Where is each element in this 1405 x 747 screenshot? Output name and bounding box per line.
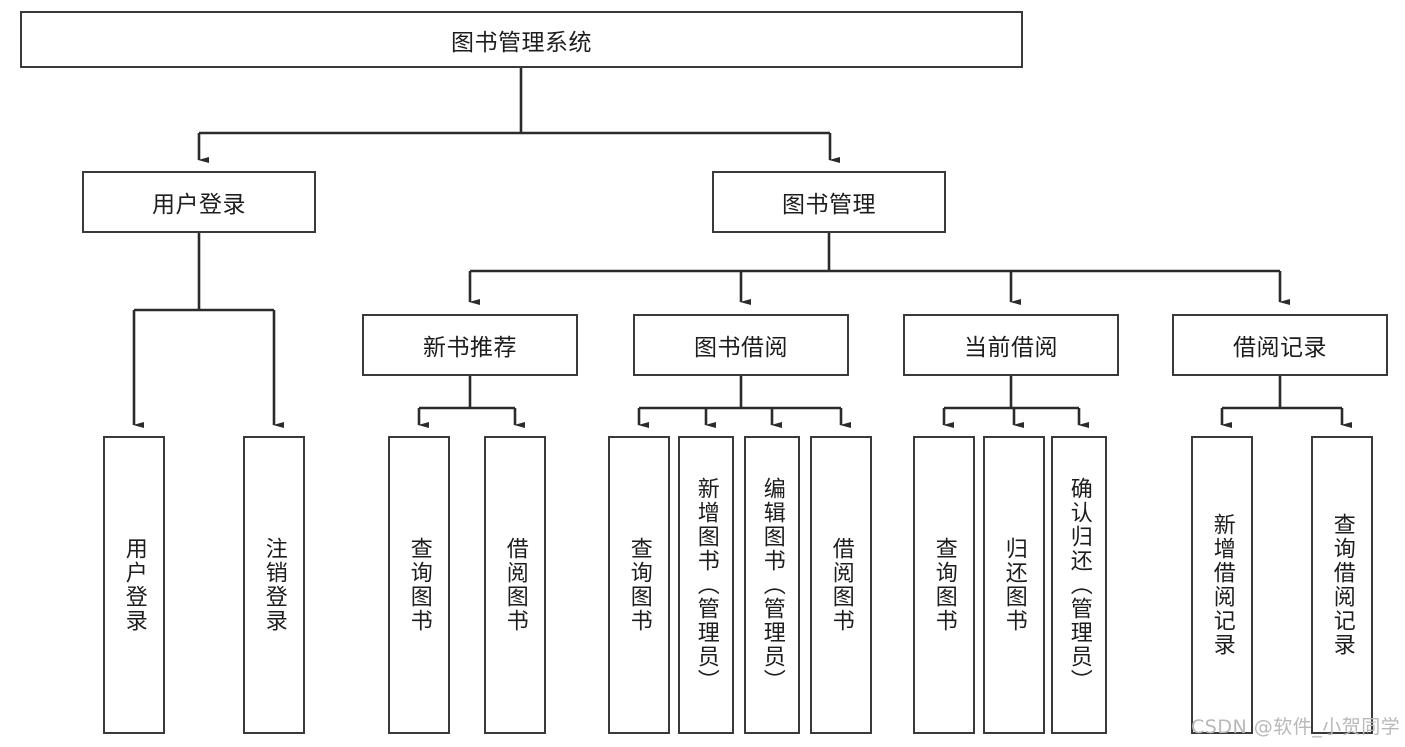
node-label: 借阅图书: [502, 537, 528, 633]
node-leaf-edit-book-admin[interactable]: 编辑图书（管理员）: [744, 436, 800, 734]
node-label: 用户登录: [121, 537, 147, 633]
node-leaf-borrow-book-2[interactable]: 借阅图书: [810, 436, 872, 734]
node-root[interactable]: 图书管理系统: [20, 11, 1023, 68]
node-leaf-add-book-admin[interactable]: 新增图书（管理员）: [678, 436, 734, 734]
node-label: 查询借阅记录: [1329, 513, 1355, 657]
node-current-borrow[interactable]: 当前借阅: [903, 314, 1119, 376]
node-leaf-query-book-2[interactable]: 查询图书: [608, 436, 670, 734]
node-label: 图书借阅: [694, 335, 788, 361]
node-user-login[interactable]: 用户登录: [82, 171, 316, 233]
node-borrow-record[interactable]: 借阅记录: [1172, 314, 1388, 376]
node-leaf-query-borrow-record[interactable]: 查询借阅记录: [1311, 436, 1373, 734]
node-label: 新增借阅记录: [1209, 513, 1235, 657]
node-label: 注销登录: [261, 537, 287, 633]
node-label: 查询图书: [626, 537, 652, 633]
node-leaf-logout-login[interactable]: 注销登录: [243, 436, 305, 734]
node-label: 当前借阅: [964, 335, 1058, 361]
node-label: 用户登录: [152, 192, 246, 218]
node-leaf-user-login[interactable]: 用户登录: [103, 436, 165, 734]
node-book-manage[interactable]: 图书管理: [712, 171, 946, 233]
node-leaf-confirm-return[interactable]: 确认归还（管理员）: [1051, 436, 1107, 734]
node-leaf-add-borrow-record[interactable]: 新增借阅记录: [1191, 436, 1253, 734]
node-leaf-borrow-book-1[interactable]: 借阅图书: [484, 436, 546, 734]
node-label: 查询图书: [931, 537, 957, 633]
node-leaf-query-book-3[interactable]: 查询图书: [913, 436, 975, 734]
node-book-borrow[interactable]: 图书借阅: [633, 314, 849, 376]
node-label: 新书推荐: [423, 335, 517, 361]
node-label: 查询图书: [406, 537, 432, 633]
node-leaf-query-book-1[interactable]: 查询图书: [388, 436, 450, 734]
node-label: 图书管理: [782, 192, 876, 218]
node-label: 借阅图书: [828, 537, 854, 633]
node-new-book-recommend[interactable]: 新书推荐: [362, 314, 578, 376]
watermark-text: CSDN @软件_小贺同学: [1191, 716, 1401, 738]
node-label: 借阅记录: [1233, 335, 1327, 361]
node-label: 编辑图书（管理员）: [759, 477, 785, 693]
node-label: 新增图书（管理员）: [693, 477, 719, 693]
node-label: 确认归还（管理员）: [1066, 477, 1092, 693]
node-label: 归还图书: [1001, 537, 1027, 633]
node-leaf-return-book[interactable]: 归还图书: [983, 436, 1045, 734]
node-label: 图书管理系统: [451, 29, 592, 56]
